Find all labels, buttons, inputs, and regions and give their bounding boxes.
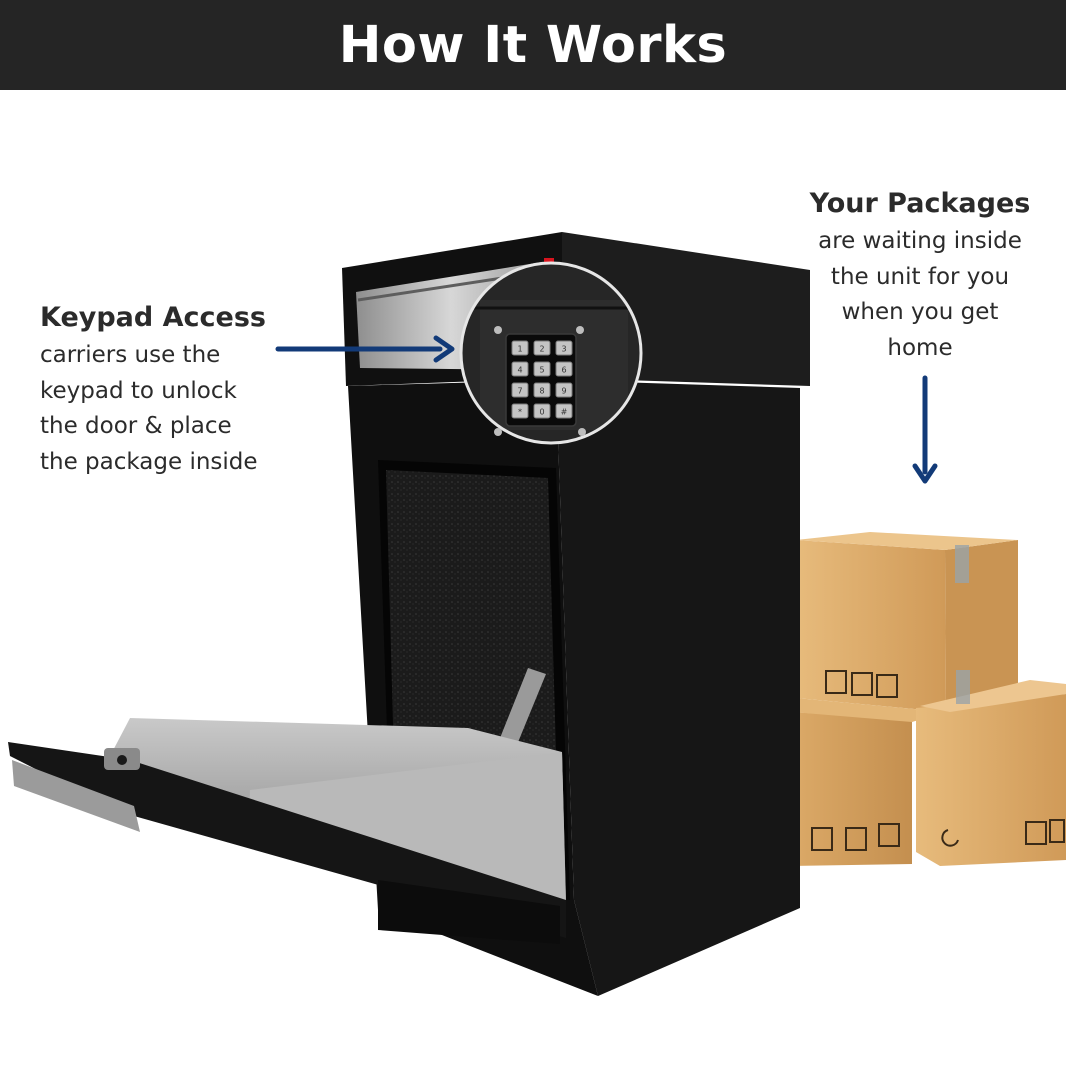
your-packages-line: when you get: [841, 299, 999, 325]
keypad-key: [555, 361, 573, 377]
interior-flap: [496, 668, 546, 752]
keypad-key: [555, 382, 573, 398]
keypad-key: [555, 340, 573, 356]
keypad-access-line: the door & place: [40, 413, 232, 439]
arrow-to-packages: [912, 375, 938, 484]
keypad-key: [533, 403, 551, 419]
keypad-key: [533, 340, 551, 356]
keypad-key: [533, 361, 551, 377]
your-packages-line: are waiting inside: [818, 228, 1022, 254]
keypad-access-callout: Keypad Access carriers use the keypad to…: [40, 300, 300, 480]
your-packages-callout: Your Packages are waiting inside the uni…: [795, 186, 1045, 366]
keypad-key-label: 7: [517, 387, 522, 396]
keypad-key-label: 3: [561, 345, 566, 354]
drop-door-side: [248, 752, 566, 904]
keypad-access-line: keypad to unlock: [40, 377, 237, 404]
keypad-key-label: #: [561, 408, 568, 417]
page-title: How It Works: [338, 15, 728, 75]
keypad-panel: [505, 333, 577, 427]
keypad-key: [555, 403, 573, 419]
package-bottom-right-front: [916, 694, 1066, 866]
keypad-key-label: 8: [539, 387, 544, 396]
compartment-lining: [386, 470, 556, 760]
keypad-access-line: carriers use the: [40, 342, 221, 368]
your-packages-line: home: [887, 334, 953, 361]
stacked-packages: [790, 532, 1066, 866]
keypad-key-label: *: [518, 408, 522, 417]
arrow-to-keypad: [275, 335, 455, 363]
keypad-key: [511, 382, 529, 398]
header-banner: How It Works: [0, 0, 1066, 90]
keypad-key: [511, 361, 529, 377]
keypad-key-label: 6: [561, 366, 566, 375]
drop-door-handle: [12, 760, 140, 832]
package-bottom-left-lid: [792, 698, 946, 722]
package-bottom-left-front: [790, 712, 912, 866]
keypad-key: [511, 403, 529, 419]
keypad-key: [533, 382, 551, 398]
keypad-access-heading: Keypad Access: [40, 302, 266, 333]
keypad-key-label: 4: [517, 366, 522, 375]
keypad-magnifier: 1 2 3 4 5 6 7 8 9 * 0 #: [459, 261, 643, 445]
keypad-access-line: the package inside: [40, 448, 258, 475]
package-symbols-bottom-left: [811, 823, 900, 851]
package-top-front: [796, 540, 946, 712]
package-tape: [955, 545, 969, 583]
your-packages-heading: Your Packages: [809, 188, 1031, 219]
keypad-key-label: 2: [539, 345, 544, 354]
keypad-key-label: 5: [539, 366, 544, 375]
unit-base: [378, 880, 560, 944]
package-symbols-top: [825, 670, 898, 698]
keypad-key-label: 9: [561, 387, 566, 396]
keypad-keys: 1 2 3 4 5 6 7 8 9 * 0 #: [511, 340, 573, 419]
your-packages-line: the unit for you: [830, 263, 1010, 290]
unit-body-side: [556, 380, 800, 996]
keypad-key-label: 0: [539, 408, 544, 417]
keypad-key: [511, 340, 529, 356]
parcel-drop-box: [8, 232, 810, 996]
keypad-key-label: 1: [517, 345, 522, 354]
